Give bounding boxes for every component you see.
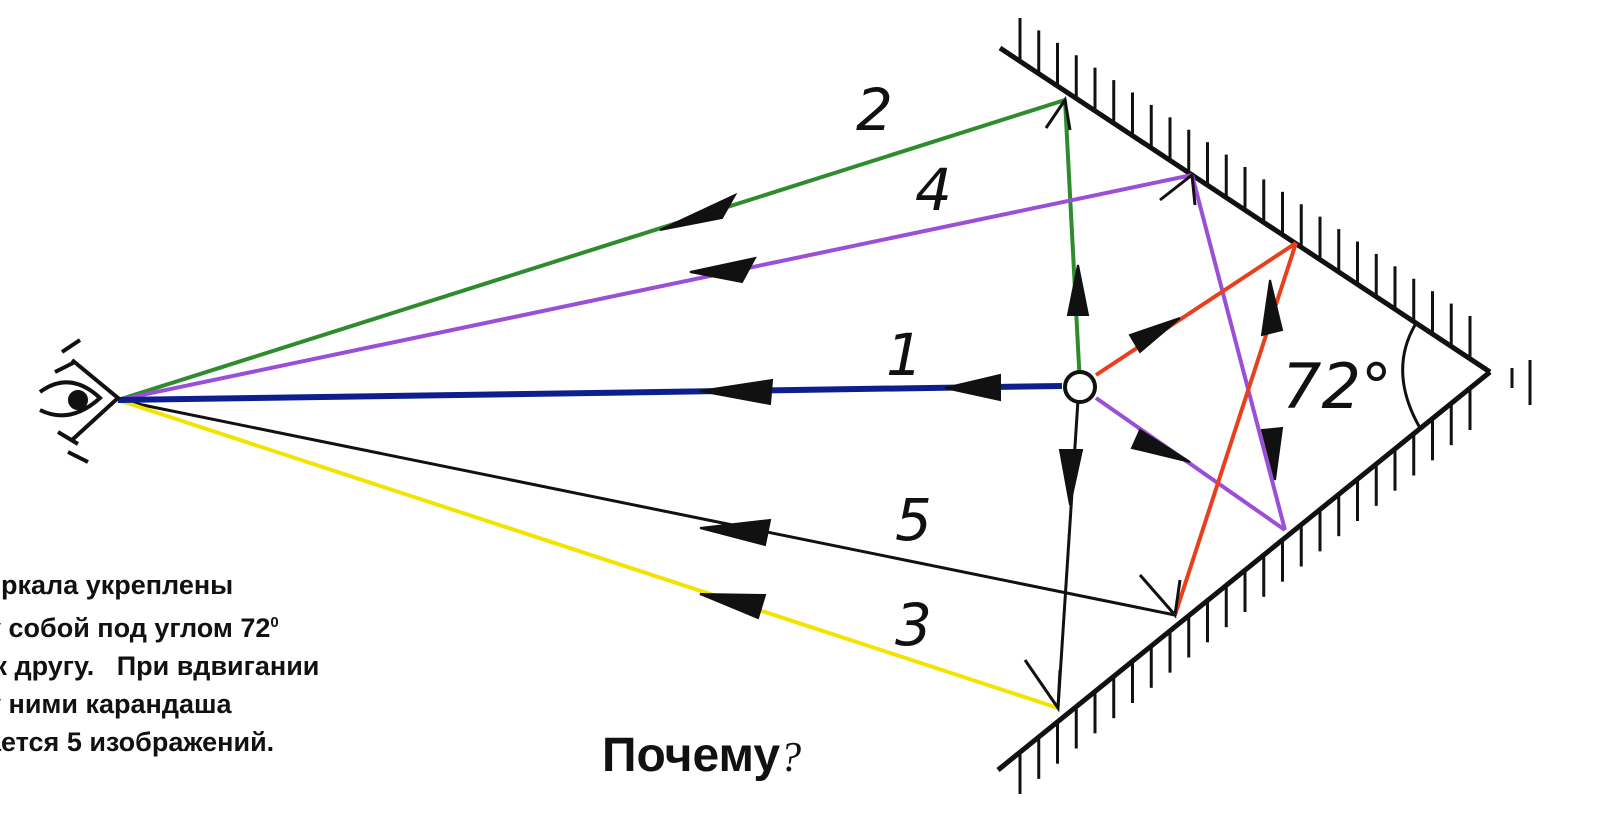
caption-line-2: у собой под углом 72 (0, 613, 271, 643)
ray-3-label: 3 (895, 591, 932, 659)
reflection-ticks (1023, 96, 1197, 713)
arrow-purple-mid (1260, 279, 1284, 337)
caption-text: еркала укреплены у собой под углом 720 к … (0, 566, 546, 761)
upper-mirror (998, 18, 1492, 375)
ray-2-label: 2 (856, 76, 893, 144)
caption-line-5: ается 5 изображений. (0, 727, 275, 757)
question-word: Почему (602, 729, 781, 782)
caption-degree-sup: 0 (270, 614, 279, 631)
caption-line-3: к другу. При вдвигании (0, 651, 320, 681)
arrow-ray1-left (699, 378, 774, 406)
arrow-purple-out (1130, 428, 1191, 463)
ray-1-path (117, 383, 1063, 403)
eye-icon (38, 338, 122, 464)
ray-2-path (117, 98, 1082, 402)
question-heading: Почему? (602, 728, 801, 783)
pencil-icon (1063, 370, 1097, 404)
ray-5-label: 5 (895, 486, 932, 554)
angle-arc (1401, 324, 1422, 429)
caption-line-4: у ними карандаша (0, 689, 232, 719)
apex-marks (1510, 360, 1532, 405)
arrow-purple-low (1260, 426, 1284, 481)
lower-mirror (996, 370, 1492, 794)
arrow-ray1-right (944, 373, 1001, 402)
ray-5-path (117, 398, 1176, 617)
arrow-ray2 (659, 192, 738, 231)
arrowheads (659, 192, 1284, 620)
arrow-down-vertical (1058, 449, 1084, 506)
caption-line-1: еркала укреплены (0, 570, 234, 600)
ray-4-path (117, 173, 1287, 532)
ray-1-label: 1 (886, 321, 923, 389)
angle-label: 72° (1282, 350, 1392, 423)
arrow-up-vertical (1066, 264, 1090, 316)
ray-4-label: 4 (915, 156, 952, 224)
arrow-red-out (1128, 317, 1181, 354)
arrow-ray3 (699, 593, 767, 620)
arrow-ray5 (699, 518, 772, 547)
arrow-ray4 (689, 256, 757, 284)
question-mark: ? (780, 735, 802, 781)
